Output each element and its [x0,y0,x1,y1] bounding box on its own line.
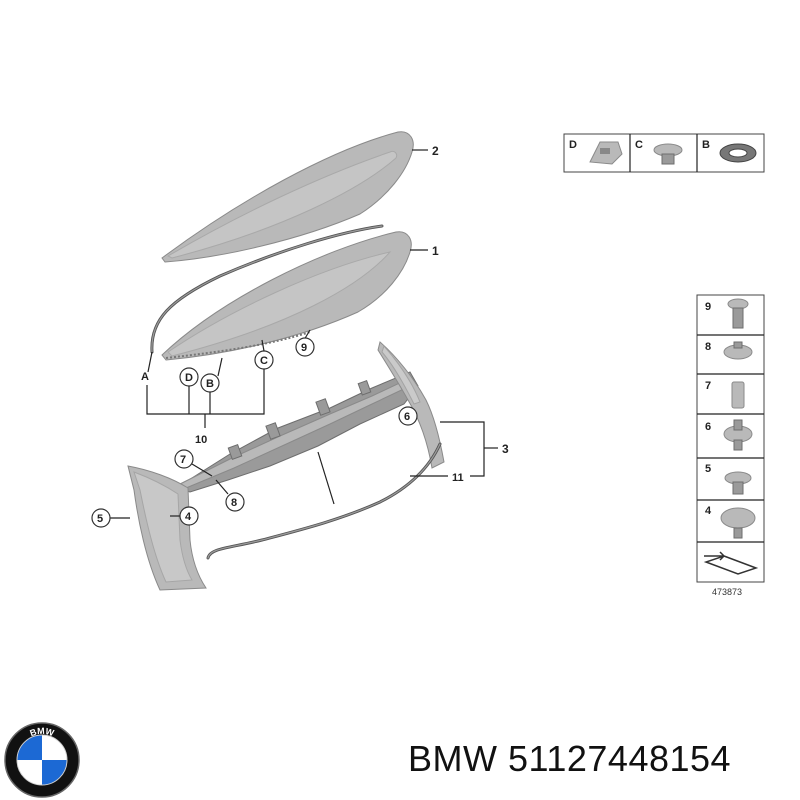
callout-8: 8 [231,497,237,509]
callout-6: 6 [404,411,410,423]
legend-top-c: C [635,139,643,151]
bmw-logo: BMW [4,722,80,798]
legend-side-6: 6 [705,421,711,433]
letter-d: D [185,372,193,384]
seal-strip-a-highlight [151,225,383,353]
legend-top-b: B [702,139,710,151]
brand-name: BMW [408,738,498,779]
callout-8-circle [225,492,245,512]
callout-9-circle [295,337,315,357]
callout-5: 5 [97,513,103,525]
legend-top-d: D [569,139,577,151]
letter-a: A [141,371,149,383]
part-1-lower-panel [161,231,412,361]
legend-side-5: 5 [705,463,711,475]
part-2-upper-panel [161,131,414,263]
leader-a [147,351,153,373]
part-11-seal-highlight [207,443,441,559]
legend-side-4: 4 [705,505,712,517]
legend-side-7: 7 [705,380,711,392]
callout-4-circle [179,506,199,526]
callout-7-circle [174,449,194,469]
fastener-4-icon [720,507,756,529]
letter-c: C [260,355,268,367]
leader-b [217,357,223,377]
leader-11-up [317,451,335,505]
callout-1: 1 [432,244,439,258]
callout-11: 11 [452,472,464,484]
bracket-3 [440,421,485,477]
brand-part-number: BMW 51127448154 [408,738,731,780]
part-3-right-upright [377,341,445,469]
legend-top: D C B [563,133,765,173]
callout-6-circle [398,406,418,426]
part-number: 51127448154 [508,738,732,779]
legend-side: 9 8 7 6 5 4 [696,294,765,583]
fastener-7-icon [731,381,745,409]
callout-2: 2 [432,144,439,158]
orientation-arrow-icon [703,551,759,575]
callout-5-circle [91,508,111,528]
legend-side-9: 9 [705,301,711,313]
leader-8 [215,479,229,495]
callout-10: 10 [195,434,207,446]
callout-3: 3 [502,442,509,456]
leader-c [261,339,265,352]
callout-9: 9 [301,342,307,354]
letter-b: B [206,378,214,390]
logo-lettering: BMW [28,726,55,738]
carrier-bracket [174,371,419,493]
legend-side-8: 8 [705,341,711,353]
part-5-left-corner-trim [127,465,207,591]
diagram-number: 473873 [712,587,742,597]
leader-7 [191,463,213,477]
callout-4: 4 [185,511,192,523]
callout-7: 7 [180,454,186,466]
